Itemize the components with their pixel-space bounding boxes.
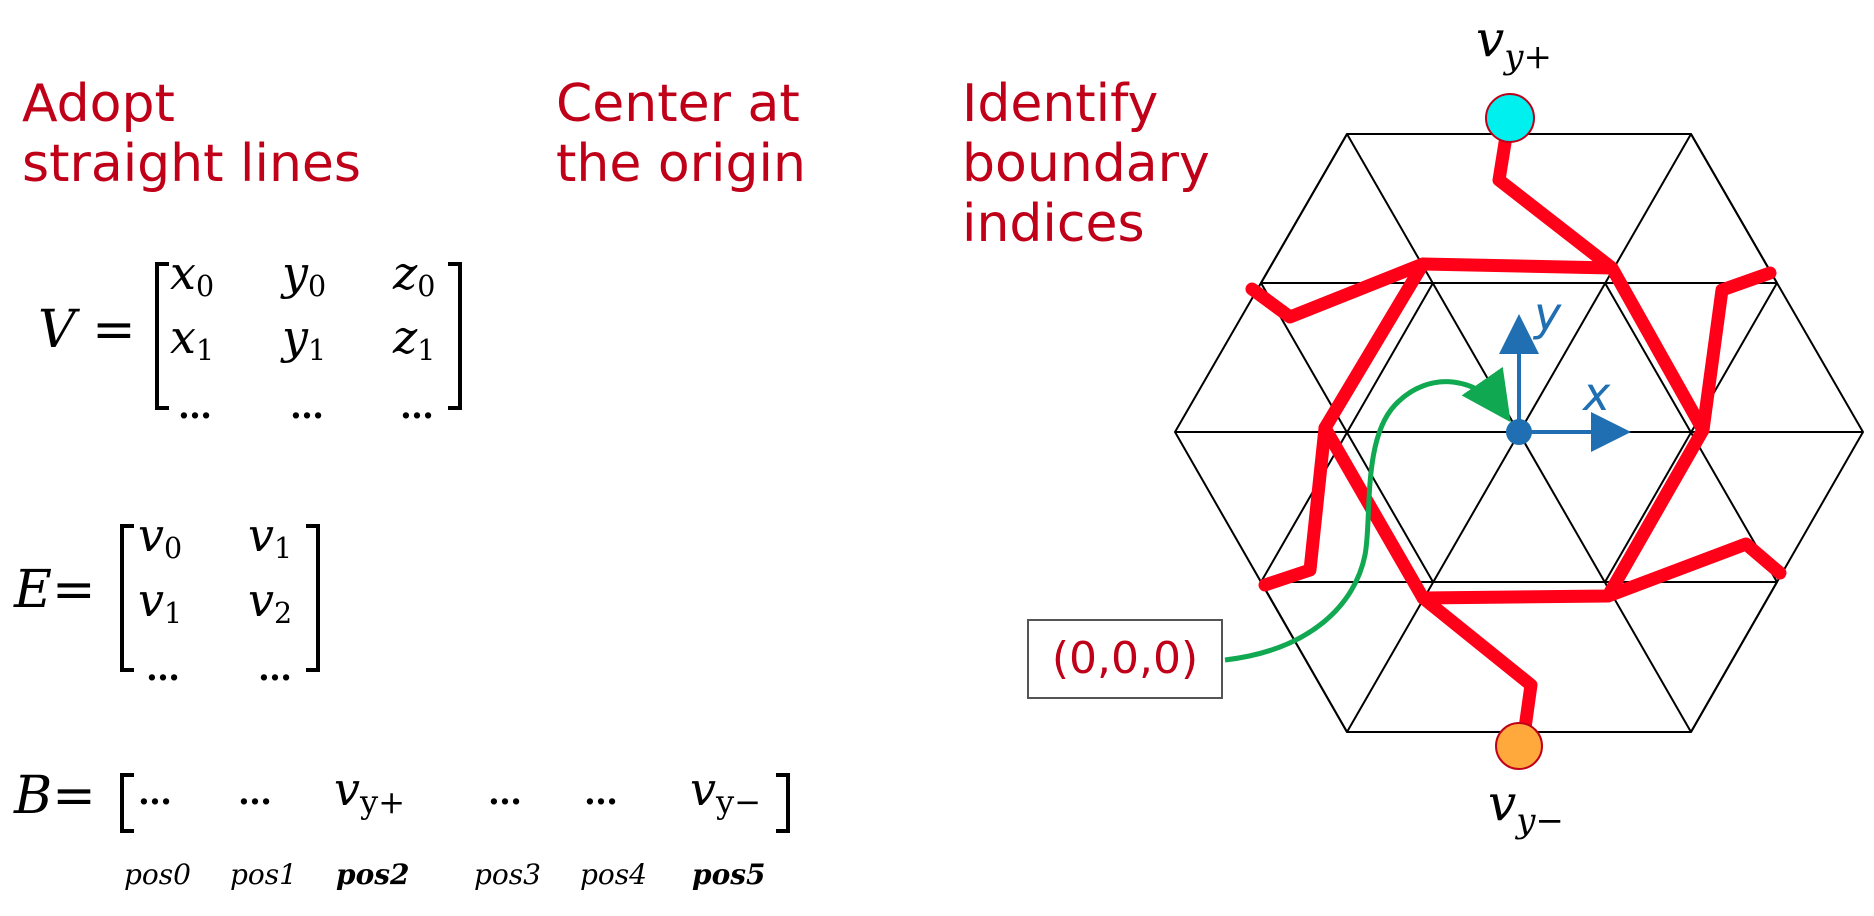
bottom-boundary-vertex bbox=[1495, 722, 1543, 770]
matrix-e-ellipsis: … bbox=[258, 649, 292, 689]
boundary-segment bbox=[1601, 537, 1787, 603]
boundary-path bbox=[1245, 111, 1787, 742]
heading-center-at-origin: Center at the origin bbox=[556, 74, 806, 194]
boundary-segment bbox=[1318, 111, 1710, 605]
vector-b-left-bracket bbox=[120, 773, 134, 833]
bottom-vertex-label: vy− bbox=[1488, 774, 1564, 841]
equals-sign: = bbox=[92, 300, 136, 360]
vector-b-entry: … bbox=[238, 773, 272, 813]
equals-sign: = bbox=[51, 560, 96, 620]
vector-b-entry: … bbox=[584, 773, 618, 813]
position-label: pos4 bbox=[580, 858, 647, 891]
matrix-v-cell-y0: y0 bbox=[282, 246, 327, 304]
position-label-bold: pos2 bbox=[336, 858, 410, 891]
mesh-edge bbox=[1690, 581, 1778, 733]
vector-b-entry: … bbox=[138, 773, 172, 813]
axis-y-label: y bbox=[1532, 287, 1562, 341]
position-label: pos1 bbox=[230, 858, 297, 891]
position-label: pos3 bbox=[474, 858, 541, 891]
heading-line: Center at bbox=[556, 74, 800, 134]
matrix-e-ellipsis: … bbox=[146, 649, 180, 689]
vector-b-name: B= bbox=[14, 766, 96, 826]
position-label: pos0 bbox=[124, 858, 191, 891]
vector-b-right-bracket bbox=[776, 773, 790, 833]
matrix-e-right-bracket bbox=[306, 524, 320, 672]
equals-sign: = bbox=[52, 766, 96, 826]
boundary-segment bbox=[1245, 257, 1430, 324]
heading-line: straight lines bbox=[22, 134, 361, 194]
matrix-v-cell-x0: x0 bbox=[170, 246, 215, 304]
mesh-edge bbox=[1260, 581, 1348, 733]
boundary-segment bbox=[1258, 421, 1332, 592]
coordinate-axes: y x bbox=[1499, 287, 1631, 452]
origin-point bbox=[1506, 419, 1532, 445]
matrix-v-cell-y1: y1 bbox=[282, 310, 327, 368]
matrix-e-cell-v1: v1 bbox=[138, 573, 183, 631]
heading-line: indices bbox=[962, 194, 1145, 254]
origin-pointer-arrow bbox=[1224, 366, 1511, 663]
position-label-bold: pos5 bbox=[692, 858, 766, 891]
matrix-v-right-bracket bbox=[448, 262, 462, 410]
boundary-segment bbox=[1696, 266, 1777, 437]
heading-line: Adopt bbox=[22, 74, 175, 134]
heading-adopt-straight-lines: Adopt straight lines bbox=[22, 74, 361, 194]
matrix-e-left-bracket bbox=[120, 524, 134, 672]
matrix-v-cell-x1: x1 bbox=[170, 310, 215, 368]
matrix-e-cell-v0: v0 bbox=[138, 508, 183, 566]
mesh-edge bbox=[1260, 282, 1434, 583]
matrix-name: E bbox=[14, 560, 52, 620]
matrix-v-ellipsis: … bbox=[178, 387, 212, 427]
heading-line: boundary bbox=[962, 134, 1210, 194]
matrix-name: B bbox=[14, 766, 53, 826]
top-vertex-label: vy+ bbox=[1476, 10, 1552, 77]
matrix-e-cell-v1: v1 bbox=[248, 508, 293, 566]
matrix-name: V bbox=[38, 300, 76, 360]
matrix-v-left-bracket bbox=[155, 262, 169, 410]
mesh-edge bbox=[1604, 282, 1778, 583]
matrix-v-cell-z1: z1 bbox=[393, 310, 436, 368]
top-boundary-vertex bbox=[1485, 93, 1535, 143]
heading-line: the origin bbox=[556, 134, 806, 194]
boundary-segment bbox=[1416, 591, 1538, 742]
vector-b-entry-v-y-plus: vy+ bbox=[334, 762, 406, 822]
triangle-mesh bbox=[1173, 133, 1865, 733]
matrix-v-ellipsis: … bbox=[400, 387, 434, 427]
vector-b-entry-v-y-minus: vy− bbox=[690, 762, 762, 822]
heading-identify-boundary-indices: Identify boundary indices bbox=[962, 74, 1210, 254]
mesh-edge bbox=[1260, 133, 1348, 284]
origin-coordinate-label: (0,0,0) bbox=[1027, 619, 1223, 699]
vector-b-entry: … bbox=[488, 773, 522, 813]
matrix-e-cell-v2: v2 bbox=[248, 573, 293, 631]
matrix-v-name: V = bbox=[38, 300, 136, 360]
mesh-edge bbox=[1690, 133, 1778, 284]
axis-x-label: x bbox=[1581, 367, 1611, 421]
matrix-v-ellipsis: … bbox=[290, 387, 324, 427]
heading-line: Identify bbox=[962, 74, 1159, 134]
matrix-e-name: E= bbox=[14, 560, 96, 620]
matrix-v-cell-z0: z0 bbox=[393, 246, 436, 304]
